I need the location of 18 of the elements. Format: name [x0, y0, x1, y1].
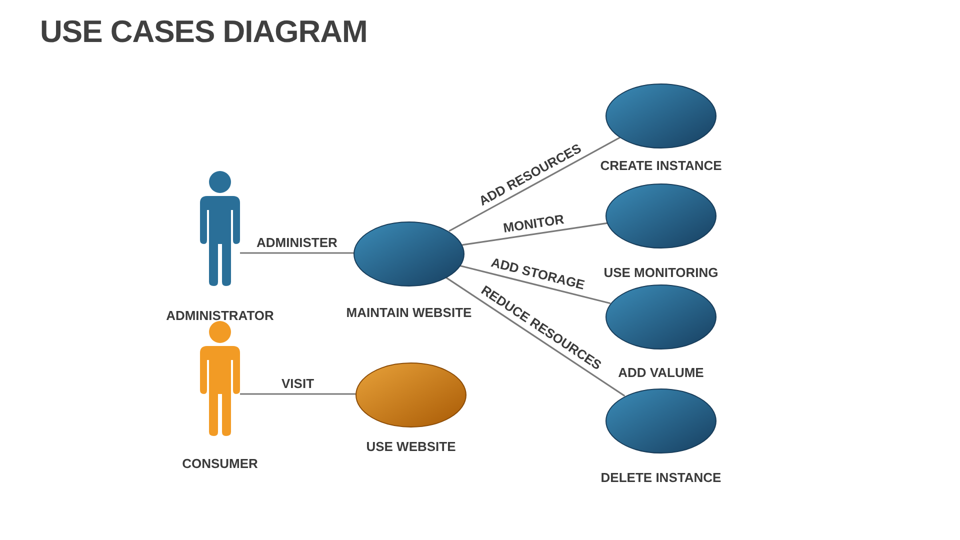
connector-line [459, 264, 611, 304]
actor-label: CONSUMER [182, 456, 258, 471]
connector-line [240, 252, 354, 254]
connector-line [448, 136, 622, 232]
use-case-label: MAINTAIN WEBSITE [346, 305, 472, 320]
use-case-label: USE MONITORING [604, 265, 718, 280]
connector-line [462, 222, 608, 246]
edge-label: ADMINISTER [256, 234, 338, 250]
edge-label: VISIT [282, 376, 314, 390]
diagram-title: USE CASES DIAGRAM [40, 14, 368, 50]
actor-label: ADMINISTRATOR [166, 308, 274, 323]
connector-line [444, 276, 626, 397]
use-case-label: USE WEBSITE [366, 439, 456, 454]
edge-label: MONITOR [502, 211, 565, 236]
use-case-label: CREATE INSTANCE [600, 158, 722, 173]
connector-line [240, 393, 356, 395]
use-case-label: DELETE INSTANCE [600, 470, 722, 485]
use-case-label: ADD VALUME [618, 365, 704, 380]
